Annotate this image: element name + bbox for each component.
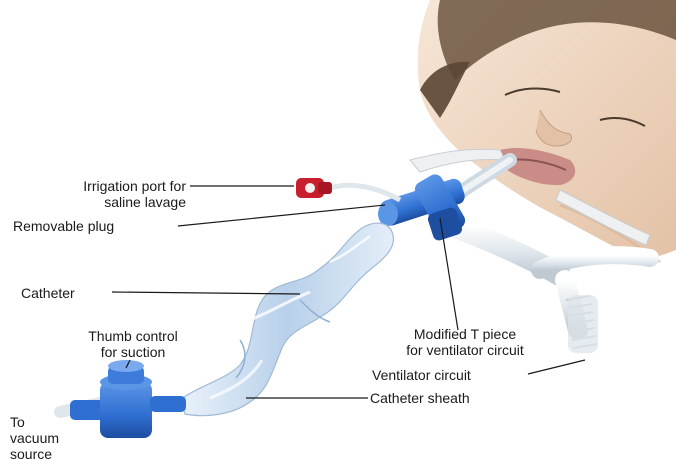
label-vacuum-line2: vacuum bbox=[10, 430, 59, 446]
leader-removable-plug bbox=[178, 205, 385, 226]
thumb-control-valve bbox=[60, 360, 186, 438]
label-vacuum-source: To vacuum source bbox=[10, 414, 59, 460]
label-irrigation-line2: saline lavage bbox=[4, 194, 186, 210]
label-thumb-line2: for suction bbox=[58, 344, 208, 360]
label-t-piece: Modified T piece for ventilator circuit bbox=[370, 326, 560, 358]
label-thumb-line1: Thumb control bbox=[58, 328, 208, 344]
label-tpiece-line1: Modified T piece bbox=[370, 326, 560, 342]
label-catheter: Catheter bbox=[21, 285, 75, 301]
irrigation-port bbox=[296, 178, 400, 200]
label-catheter-sheath: Catheter sheath bbox=[370, 390, 470, 406]
label-irrigation-port: Irrigation port for saline lavage bbox=[4, 178, 186, 210]
label-tpiece-line2: for ventilator circuit bbox=[370, 342, 560, 358]
catheter-sheath bbox=[180, 223, 394, 416]
label-ventilator-circuit: Ventilator circuit bbox=[372, 367, 471, 383]
label-vacuum-line1: To bbox=[10, 414, 59, 430]
label-thumb-control: Thumb control for suction bbox=[58, 328, 208, 360]
label-removable-plug: Removable plug bbox=[13, 218, 114, 234]
label-irrigation-line1: Irrigation port for bbox=[4, 178, 186, 194]
leader-ventilator-circuit bbox=[528, 360, 585, 374]
label-vacuum-line3: source bbox=[10, 446, 59, 460]
